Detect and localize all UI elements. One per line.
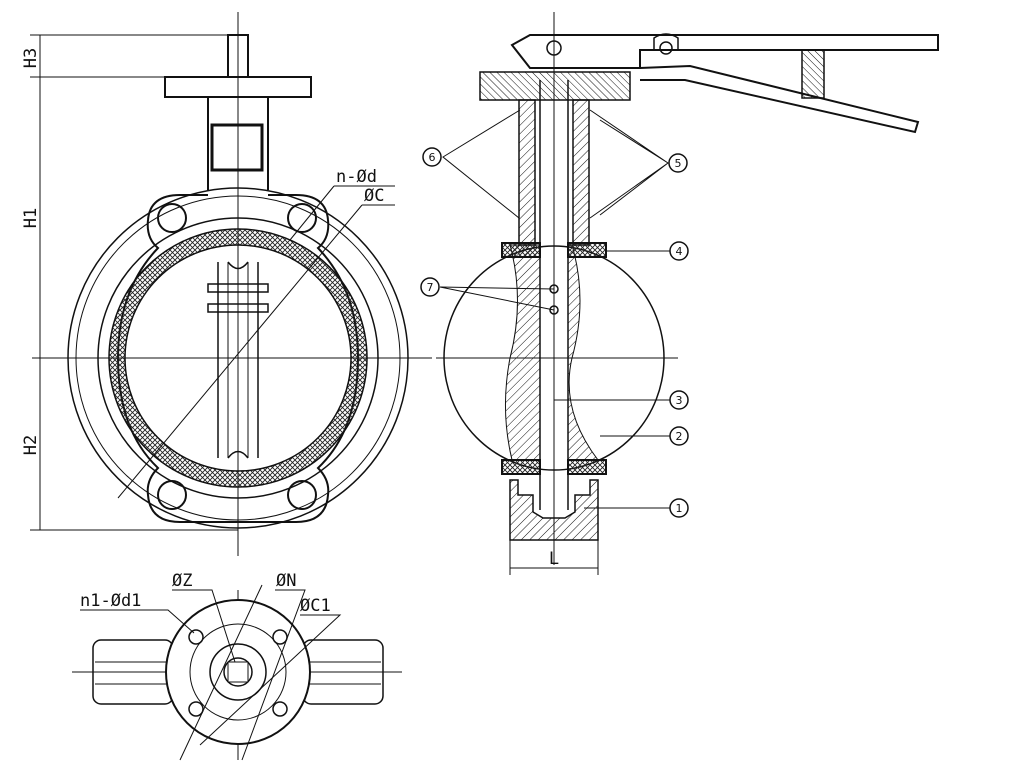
leader-6: [442, 109, 521, 219]
flange-view: [72, 584, 402, 761]
callout-7: 7: [420, 277, 440, 297]
front-bolt-hole-br: [287, 480, 317, 510]
callout-1: 1: [669, 498, 689, 518]
front-disc-hub: [217, 261, 259, 459]
dim-leader-c1: [199, 614, 342, 746]
front-neck-window: [210, 123, 264, 172]
label-c: ØC: [364, 186, 384, 206]
flange-outer-circle: [165, 599, 311, 745]
label-n-d: n-Ød: [336, 167, 377, 187]
side-seat-bottom-left: [501, 459, 541, 475]
side-bottom-boss: [509, 479, 599, 541]
label-n: ØN: [276, 571, 296, 591]
leader-5: [589, 109, 669, 219]
side-handle: [510, 34, 939, 69]
front-pin-upper: [207, 283, 269, 293]
flange-bolt-circle: [189, 623, 287, 721]
callout-2: 2: [669, 426, 689, 446]
flange-bolt-hole-br: [272, 701, 288, 717]
front-body-outline: [116, 194, 360, 523]
callout-5-label: 5: [675, 157, 682, 170]
callout-2-label: 2: [676, 430, 683, 443]
flange-bolt-hole-tr: [272, 629, 288, 645]
side-body-hatched: [504, 244, 541, 461]
side-pin-lower: [549, 305, 559, 315]
dim-leader-nd: [289, 185, 335, 241]
dimension-labels: H3 H1 H2 L n-Ød ØC ØZ ØN n1-Ød1 ØC1: [21, 48, 559, 616]
flange-bolt-hole-tl: [188, 629, 204, 645]
callout-3: 3: [669, 390, 689, 410]
front-pin-lower: [207, 303, 269, 313]
side-top-flange: [479, 71, 631, 101]
side-seat-bottom-right: [567, 459, 607, 475]
front-neck: [207, 97, 269, 190]
dim-leader-z: [172, 589, 236, 663]
side-seat-top-right: [567, 242, 607, 258]
front-bolt-hole-tr: [287, 203, 317, 233]
side-lever-grip: [801, 49, 825, 99]
side-view: [436, 12, 939, 575]
side-neck-right: [572, 99, 590, 246]
front-bolt-hole-tl: [157, 203, 187, 233]
flange-center-bore: [223, 657, 253, 687]
front-top-plate: [164, 76, 312, 98]
callout-4-label: 4: [676, 245, 683, 258]
front-body-ring: [97, 217, 379, 499]
dim-leader-n: [241, 589, 306, 761]
front-seat-ring: [109, 229, 367, 487]
flange-inner-circle: [209, 643, 267, 701]
flange-bolt-hole-bl: [188, 701, 204, 717]
side-neck-left: [518, 99, 536, 246]
label-l: L: [549, 549, 559, 569]
side-seat-top-left: [501, 242, 541, 258]
callout-1-label: 1: [676, 502, 683, 515]
label-h3: H3: [21, 48, 41, 68]
side-handle-pin: [546, 40, 562, 56]
callout-6-label: 6: [429, 151, 436, 164]
front-flange-outer: [67, 187, 409, 529]
label-h2: H2: [21, 435, 41, 455]
label-h1: H1: [21, 208, 41, 228]
label-c1: ØC1: [300, 596, 331, 616]
side-lever-arm: [639, 64, 920, 134]
label-n1-d1: n1-Ød1: [80, 591, 141, 611]
dim-leader-c: [117, 204, 363, 499]
callout-4: 4: [669, 241, 689, 261]
callout-7-label: 7: [427, 281, 434, 294]
callout-6: 6: [422, 147, 442, 167]
callouts: 6 5 4 7 3 2 1: [420, 147, 689, 518]
front-view: [30, 12, 432, 556]
leader-7: [439, 286, 555, 311]
side-disc: [443, 245, 665, 471]
dim-leader-n1d1: [80, 609, 195, 634]
front-flange-outer-2: [75, 195, 401, 521]
label-z: ØZ: [172, 571, 192, 591]
callout-3-label: 3: [676, 394, 683, 407]
front-bolt-hole-bl: [157, 480, 187, 510]
callout-5: 5: [668, 153, 688, 173]
